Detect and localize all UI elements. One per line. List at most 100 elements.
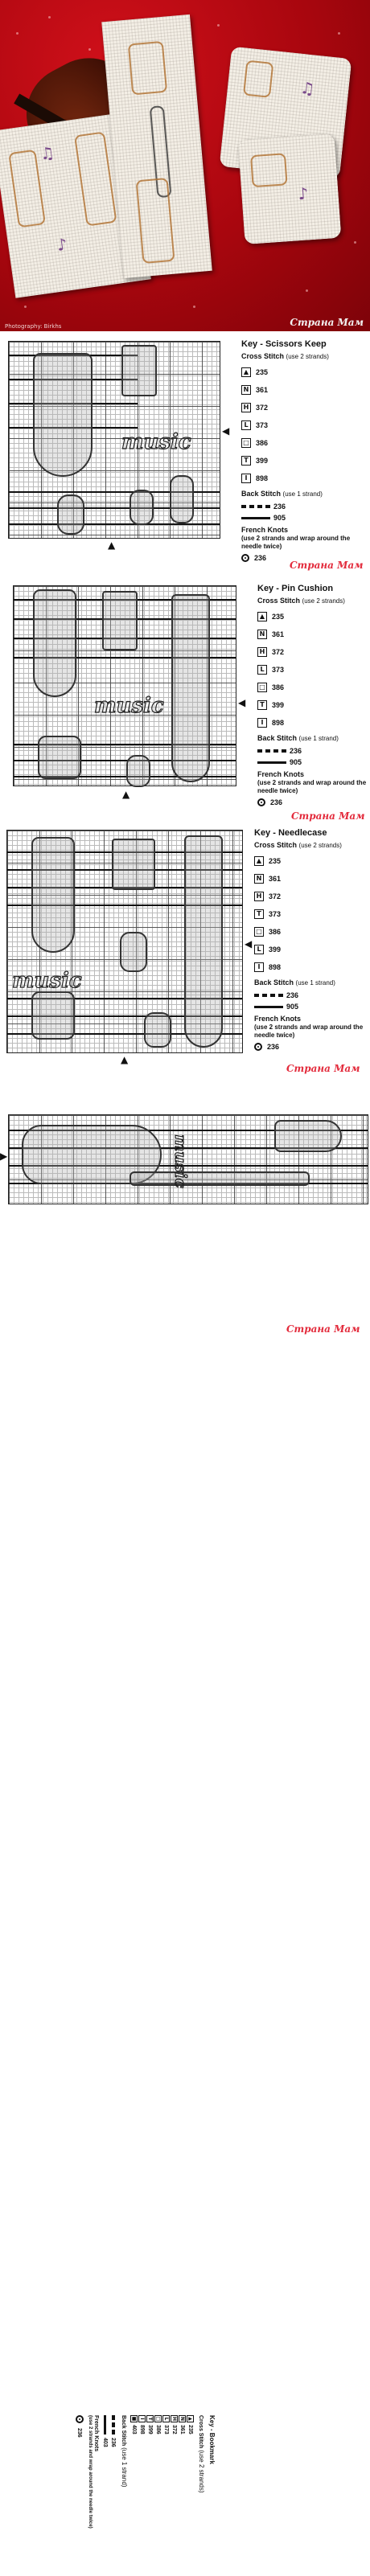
note-motif bbox=[130, 490, 154, 525]
note-motif bbox=[121, 345, 157, 396]
watermark: Страна Мам bbox=[290, 560, 364, 571]
key-row: ■403 bbox=[130, 2415, 138, 2434]
back-stitch-row: 236 bbox=[241, 501, 368, 512]
symbol-icon: T bbox=[254, 909, 264, 919]
solid-line-icon bbox=[241, 516, 270, 519]
key-row: □386 bbox=[241, 434, 368, 452]
symbol-icon: L bbox=[254, 945, 264, 954]
symbol-icon: □ bbox=[254, 927, 264, 937]
french-knot-icon bbox=[241, 554, 249, 562]
bookmark-panel: music ▶ Key - Bookmark Cross Stitch (use… bbox=[0, 1110, 370, 2529]
symbol-icon: T bbox=[257, 700, 267, 710]
violin-motif bbox=[22, 1125, 162, 1184]
key-row: □386 bbox=[254, 923, 368, 941]
pin-cushion-panel: music ◀ ▲ Key - Pin Cushion Cross Stitch… bbox=[0, 580, 370, 822]
back-stitch-heading: Back Stitch (use 1 strand) bbox=[257, 734, 339, 742]
key-row: ▲235 bbox=[257, 608, 368, 626]
cross-stitch-heading: Cross Stitch (use 2 strands) bbox=[241, 352, 329, 360]
symbol-icon: □ bbox=[154, 2415, 162, 2422]
french-knots-note: (use 2 strands and wrap around the needl… bbox=[254, 1023, 364, 1039]
symbol-icon: N bbox=[254, 874, 264, 884]
note-motif bbox=[31, 991, 75, 1040]
symbol-icon: N bbox=[241, 385, 251, 395]
symbol-icon: ▲ bbox=[187, 2415, 195, 2422]
trumpet-motif bbox=[31, 837, 75, 953]
key-title: Key - Pin Cushion bbox=[257, 584, 334, 593]
back-stitch-heading: Back Stitch (use 1 strand) bbox=[241, 490, 323, 498]
music-lettering: music bbox=[11, 968, 82, 993]
photo-watermark: Страна Мам bbox=[290, 317, 364, 328]
center-arrow-icon: ◀ bbox=[245, 938, 253, 950]
symbol-icon: ■ bbox=[130, 2415, 138, 2422]
note-motif bbox=[57, 494, 84, 535]
photo-caption: Photography: Birkhs bbox=[5, 323, 62, 330]
solid-line-icon bbox=[254, 1005, 283, 1008]
bookmark-chart: music bbox=[8, 1114, 368, 1204]
key-row: ▲235 bbox=[187, 2415, 195, 2576]
scissors-keep-key: Key - Scissors Keep Cross Stitch (use 2 … bbox=[241, 339, 368, 562]
back-stitch-row: 905 bbox=[254, 1001, 368, 1012]
trumpet-motif bbox=[184, 835, 223, 1048]
key-row: ▲235 bbox=[254, 852, 368, 870]
note-motif bbox=[112, 839, 155, 890]
solid-line-icon bbox=[104, 2415, 107, 2434]
french-knots-heading: French Knots bbox=[241, 526, 289, 534]
symbol-icon: ▲ bbox=[254, 856, 264, 866]
french-knot-row: 236 bbox=[254, 1043, 368, 1051]
back-stitch-row: 236 bbox=[109, 2415, 117, 2576]
back-stitch-heading: Back Stitch (use 1 strand) bbox=[254, 978, 335, 987]
symbol-icon: H bbox=[254, 892, 264, 901]
scissors-keep-panel: music ◀ ▲ Key - Scissors Keep Cross Stit… bbox=[0, 336, 370, 577]
symbol-icon: I bbox=[254, 962, 264, 972]
note-motif bbox=[120, 932, 147, 972]
french-knots-note: (use 2 strands and wrap around the needl… bbox=[257, 779, 367, 794]
dashed-line-icon bbox=[112, 2415, 115, 2434]
watermark: Страна Мам bbox=[291, 810, 365, 822]
music-lettering: music bbox=[171, 1134, 191, 1188]
trumpet-motif bbox=[33, 589, 76, 697]
symbol-icon: N bbox=[179, 2415, 187, 2422]
symbol-icon: ▲ bbox=[241, 367, 251, 377]
key-title: Key - Needlecase bbox=[254, 828, 327, 838]
note-motif bbox=[102, 591, 138, 650]
pin-cushion-chart: music bbox=[13, 585, 236, 787]
back-stitch-row: 236 bbox=[257, 745, 368, 757]
french-knots-note: (use 2 strands and wrap around the needl… bbox=[88, 2415, 92, 2529]
symbol-icon: I bbox=[241, 474, 251, 483]
symbol-icon: T bbox=[146, 2415, 154, 2422]
needlecase-key: Key - Needlecase Cross Stitch (use 2 str… bbox=[254, 828, 368, 1051]
trumpet-motif bbox=[33, 353, 92, 477]
key-title: Key - Scissors Keep bbox=[241, 339, 327, 349]
product-photo: ♫ ♪ ♫ ♪ Photography: Birkhs Страна Мам bbox=[0, 0, 370, 331]
back-stitch-row: 236 bbox=[254, 990, 368, 1001]
scissors-keep-chart: music bbox=[8, 341, 220, 539]
french-knot-icon bbox=[76, 2415, 84, 2423]
key-title: Key - Bookmark bbox=[208, 2415, 216, 2464]
back-stitch-heading: Back Stitch (use 1 strand) bbox=[121, 2415, 128, 2488]
note-motif bbox=[170, 475, 194, 523]
dashed-line-icon bbox=[257, 749, 286, 753]
symbol-icon: T bbox=[241, 456, 251, 466]
center-arrow-icon: ▶ bbox=[0, 1151, 8, 1162]
french-knot-icon bbox=[254, 1043, 262, 1051]
center-arrow-icon: ◀ bbox=[238, 697, 246, 708]
symbol-icon: H bbox=[257, 647, 267, 657]
music-lettering: music bbox=[121, 429, 191, 454]
scissors-keep-photo: ♪ bbox=[237, 133, 342, 245]
center-arrow-icon: ▲ bbox=[108, 539, 116, 551]
french-knots-note: (use 2 strands and wrap around the needl… bbox=[241, 535, 351, 550]
